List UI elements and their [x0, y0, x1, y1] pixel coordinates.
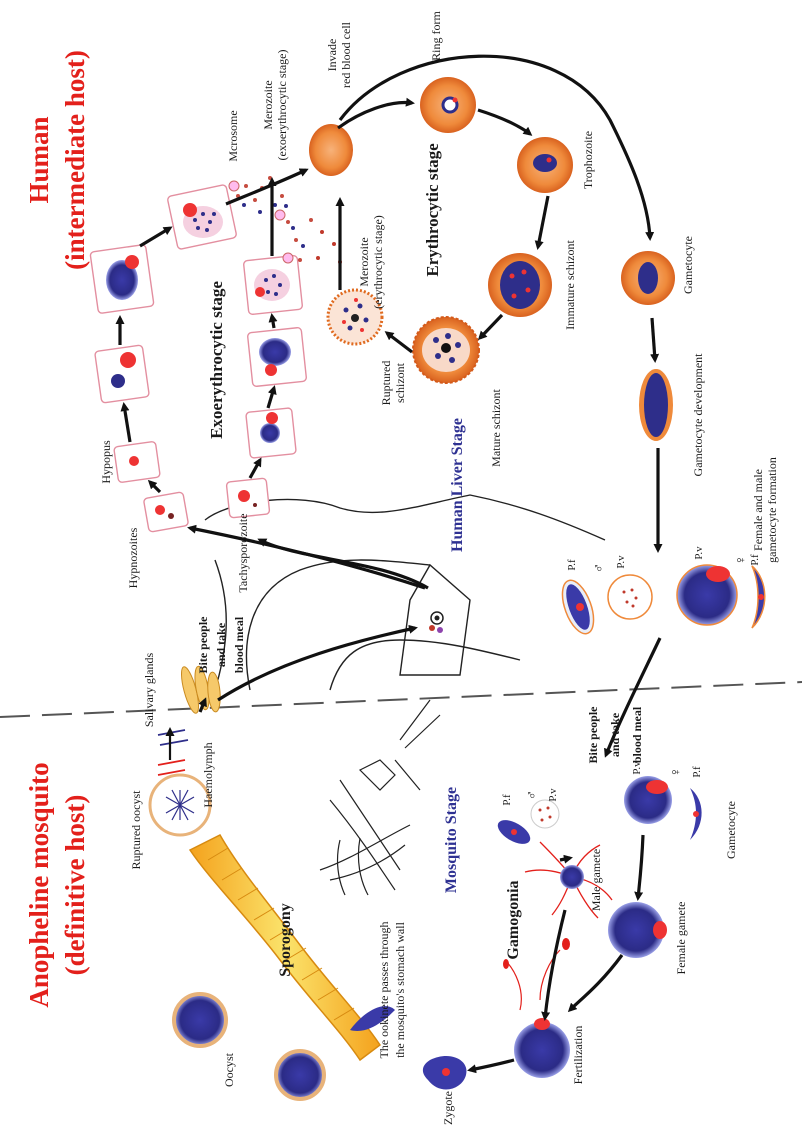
human-body-sketch: [205, 495, 605, 690]
invade-line1: Invade: [325, 39, 339, 72]
bite-human-line2: and take: [608, 712, 622, 757]
human-host-title: Human (intermediate host): [24, 50, 90, 270]
mosquito-title-line1: Anopheline mosquito: [24, 762, 54, 1007]
pv-label-human-male: P.v: [615, 555, 627, 569]
trophozoite-label: Trophozoite: [581, 131, 595, 189]
ookinete-line1: The ookinete passes through: [377, 922, 391, 1059]
sporogony-stomach: [150, 665, 395, 1099]
bite-mosq-line2: and take: [214, 622, 228, 667]
merozoite-exo-line2: (exoerythrocytic stage): [275, 50, 289, 161]
human-gametocytes: [556, 565, 765, 638]
mosquito-sketch: [320, 700, 440, 895]
gametocyte-label: Gametocyte: [681, 236, 695, 294]
ruptured-schizont-label: Ruptured schizont: [379, 361, 407, 406]
pf-label-human-male: P.f: [566, 559, 578, 571]
gametocyte-mosq-label: Gametocyte: [724, 801, 738, 859]
tachysporozoite-label: Tachysporozoite: [236, 513, 250, 592]
ruptured-oocyst-label: Ruptured oocyst: [129, 790, 143, 870]
pf-label-human-female: P.f: [749, 554, 761, 566]
ruptured-schizont-line1: Ruptured: [379, 361, 393, 406]
male-symbol-human: ♂: [592, 563, 607, 574]
hypnozoites-label: Hypnozoites: [126, 527, 140, 588]
human-title-line2: (intermediate host): [60, 50, 90, 270]
erythrocytic-stage-label: Erythrocytic stage: [423, 143, 442, 277]
female-gamete-label: Female gamete: [674, 902, 688, 975]
merozoite-exo-label: Merozoite (exoerythrocytic stage): [261, 50, 289, 161]
mosquito-gametes: [423, 776, 702, 1089]
bite-human-label: Bite people and take blood meal: [586, 706, 644, 764]
pf-label-mosq-female: P.f: [691, 766, 703, 778]
mcrosome-label: Mcrosome: [226, 110, 240, 161]
pv-label-mosq-female: P.v: [631, 761, 643, 775]
oocyst-label: Oocyst: [222, 1052, 236, 1087]
mosquito-stage-label: Mosquito Stage: [443, 787, 460, 893]
gam-formation-line2: gametocyte formation: [765, 457, 779, 563]
invade-line2: red blood cell: [339, 21, 353, 88]
ring-form-label: Ring form: [429, 11, 443, 61]
exoerythrocytic-stage-label: Exoerythrocytic stage: [207, 281, 226, 439]
pv-label-mosq-male: P.v: [547, 788, 559, 802]
liver-cells: [90, 176, 313, 532]
gametocyte-development-label: Gametocyte development: [691, 353, 705, 477]
bite-human-line1: Bite people: [586, 706, 600, 764]
bite-mosquito-label: Bite people and take blood meal: [196, 616, 246, 674]
mosquito-host-title: Anopheline mosquito (definitive host): [24, 762, 90, 1007]
female-symbol-mosq: ♀: [669, 767, 684, 778]
female-symbol-human: ♀: [734, 555, 749, 566]
mosquito-title-line2: (definitive host): [60, 795, 90, 976]
merozoite-ery-line1: Merozoite: [357, 237, 371, 286]
invade-label: Invade red blood cell: [325, 21, 353, 88]
sporogony-label: Sporogony: [277, 903, 294, 977]
ookinete-line2: the mosquito's stomach wall: [393, 921, 407, 1057]
haemolymph-label: Haemolymph: [201, 742, 215, 807]
human-liver-stage-label: Human Liver Stage: [449, 418, 466, 552]
bite-mosq-line1: Bite people: [196, 616, 210, 674]
host-divider-line: [0, 682, 802, 717]
immature-schizont-label: Immature schizont: [563, 240, 577, 330]
ookinete-label: The ookinete passes through the mosquito…: [377, 921, 407, 1058]
male-symbol-mosq: ♂: [525, 790, 540, 801]
bite-human-line3: blood meal: [630, 706, 644, 763]
ruptured-schizont-line2: schizont: [393, 362, 407, 403]
zygote-label: Zygote: [441, 1091, 455, 1125]
gametocyte-formation-label: Female and male gametocyte formation: [751, 457, 779, 563]
human-title-line1: Human: [24, 116, 54, 203]
pv-label-human-female: P.v: [693, 546, 705, 560]
salivary-glands-label: Salivary glands: [142, 653, 156, 728]
male-gamete-label: Male gamete: [589, 849, 603, 911]
mature-schizont-label: Mature schizont: [489, 389, 503, 467]
merozoite-exo-line1: Merozoite: [261, 80, 275, 129]
hypopus-label: Hypopus: [99, 440, 113, 484]
merozoite-ery-line2: (erythrocytic stage): [371, 215, 385, 309]
fertilization-label: Fertilization: [571, 1026, 585, 1085]
gamogonia-label: Gamogonia: [505, 880, 522, 959]
pf-label-mosq-male: P.f: [501, 794, 513, 806]
gam-formation-line1: Female and male: [751, 469, 765, 551]
bite-mosq-line3: blood meal: [232, 616, 246, 673]
